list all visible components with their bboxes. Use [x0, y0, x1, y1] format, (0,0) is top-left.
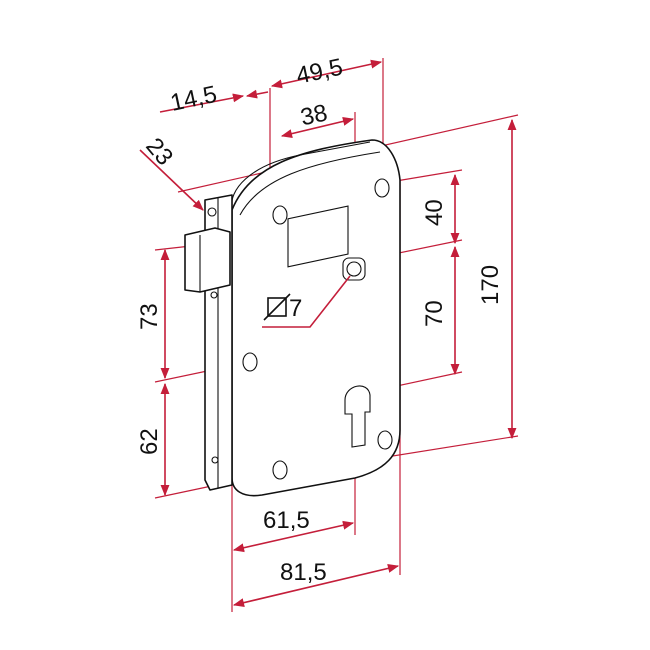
- label-62: 62: [136, 428, 163, 455]
- label-diameter-7: 7: [289, 295, 302, 322]
- label-14-5: 14,5: [168, 81, 219, 117]
- label-73: 73: [136, 303, 163, 330]
- label-170: 170: [477, 265, 504, 305]
- label-49-5: 49,5: [294, 54, 345, 90]
- dimension-lines: [139, 59, 517, 608]
- label-23: 23: [140, 133, 178, 171]
- label-38: 38: [298, 99, 330, 131]
- label-61-5: 61,5: [263, 507, 310, 534]
- label-40: 40: [421, 199, 448, 226]
- diameter-symbol: [263, 293, 291, 321]
- label-81-5: 81,5: [280, 559, 327, 586]
- lock-body: [184, 139, 401, 497]
- label-70: 70: [421, 300, 448, 327]
